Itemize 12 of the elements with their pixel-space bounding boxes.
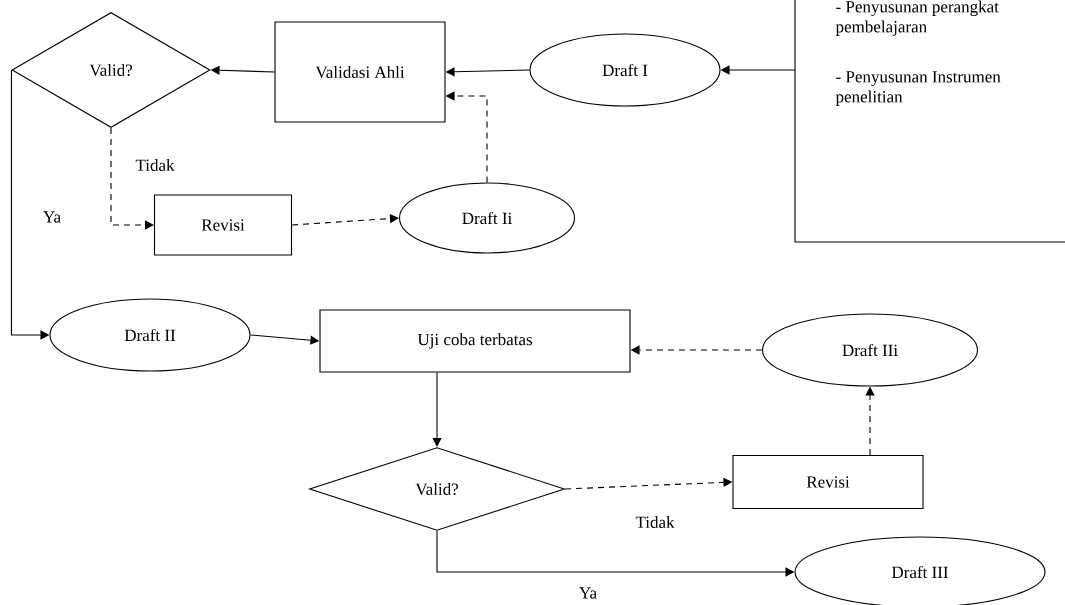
- edge-label: Tidak: [134, 158, 176, 172]
- arrow: [291, 213, 399, 226]
- process-box: Validasi Ahli: [274, 21, 446, 123]
- arrow: [432, 372, 442, 447]
- activity-panel: - Penyusunan perangkat pembelajaran - Penyusunan Instrumen penelitian: [794, 0, 1065, 243]
- process-box: Revisi: [732, 454, 924, 510]
- process-box: Revisi: [153, 194, 293, 256]
- edge-label: Ya: [577, 586, 599, 600]
- edge-label: Tidak: [634, 515, 676, 529]
- edge-label: Ya: [41, 210, 63, 224]
- process-box: Uji coba terbatas: [319, 309, 631, 373]
- arrow: [110, 127, 154, 230]
